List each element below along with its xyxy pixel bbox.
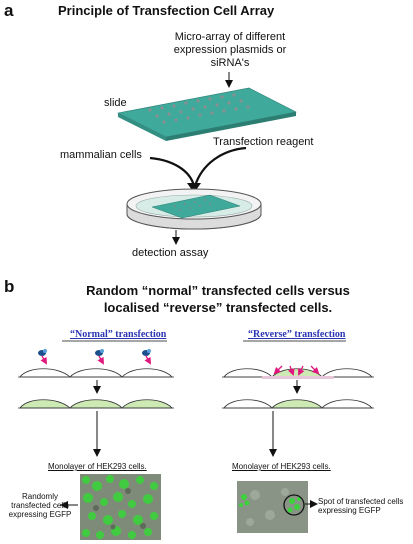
reverse-monolayer-label: Monolayer of HEK293 cells. [232, 462, 331, 471]
merge-arrowhead [187, 183, 201, 193]
transfection-reagent-label: Transfection reagent [213, 136, 314, 148]
slide-label: slide [104, 97, 127, 109]
reverse-callout-line2: expressing EGFP [318, 506, 381, 515]
panel-b-title-line2: localised “reverse” transfected cells. [103, 300, 333, 315]
panel-a-title: Principle of Transfection Cell Array [58, 3, 275, 18]
reverse-transfection-header: “Reverse” transfection [248, 329, 346, 340]
slide-icon [117, 87, 297, 141]
microarray-label-line2: expression plasmids or [173, 44, 287, 56]
reverse-cells-before [222, 368, 374, 379]
normal-cells-before [18, 368, 174, 378]
normal-plasmid-droplets [38, 349, 151, 365]
reverse-callout-line1: Spot of transfected cells [318, 497, 404, 506]
normal-cells-after [18, 399, 174, 409]
microarray-label-line3: siRNA's [210, 57, 250, 69]
panel-b-title: Random “normal” transfected cells versus… [28, 282, 408, 316]
reverse-pink-arrows [273, 365, 320, 376]
mammalian-cells-label: mammalian cells [60, 149, 142, 161]
reverse-microscopy-image [237, 481, 308, 533]
reagent-arrow [193, 146, 247, 187]
normal-microscopy-image [80, 474, 161, 540]
panel-b-title-line1: Random “normal” transfected cells versus [86, 283, 350, 298]
microarray-label-line1: Micro-array of different [174, 31, 286, 43]
panel-b-letter: b [4, 277, 15, 296]
normal-callout-line1: Randomly [21, 492, 58, 501]
petri-dish-icon [126, 188, 262, 230]
normal-monolayer-label: Monolayer of HEK293 cells. [48, 462, 147, 471]
microarray-label: Micro-array of different expression plas… [140, 31, 320, 70]
normal-callout: Randomly transfected cells expressing EG… [2, 492, 78, 519]
normal-callout-line2: transfected cells [11, 501, 69, 510]
normal-transfection-header: “Normal” transfection [70, 329, 167, 340]
normal-callout-line3: expressing EGFP [8, 510, 72, 519]
cells-arrow [149, 156, 196, 187]
reverse-callout: Spot of transfected cells expressing EGF… [318, 497, 413, 515]
panel-a-letter: a [4, 1, 14, 20]
detection-assay-label: detection assay [132, 247, 209, 259]
reverse-cells-after [222, 399, 374, 409]
